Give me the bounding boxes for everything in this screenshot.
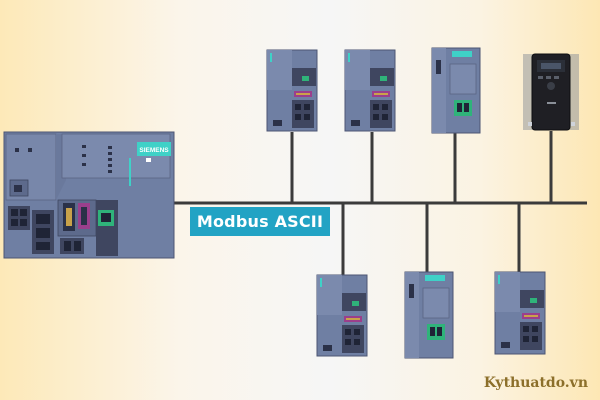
site-watermark: Kythuatdo.vn [483, 375, 588, 391]
plc-brand-plate [137, 142, 171, 156]
cm-bot [404, 271, 454, 359]
network-bus [172, 131, 587, 276]
et200-bot-1 [316, 274, 368, 357]
et200-top-2 [344, 49, 396, 132]
et200-top-1 [266, 49, 318, 132]
bus-protocol-label: Modbus ASCII [190, 207, 330, 236]
et200-bot-2 [494, 271, 546, 355]
cm-top [431, 47, 481, 134]
plc-brand-text: SIEMENS [139, 147, 169, 154]
vfd [523, 53, 579, 131]
plc-cpu: SIEMENS [3, 131, 175, 259]
